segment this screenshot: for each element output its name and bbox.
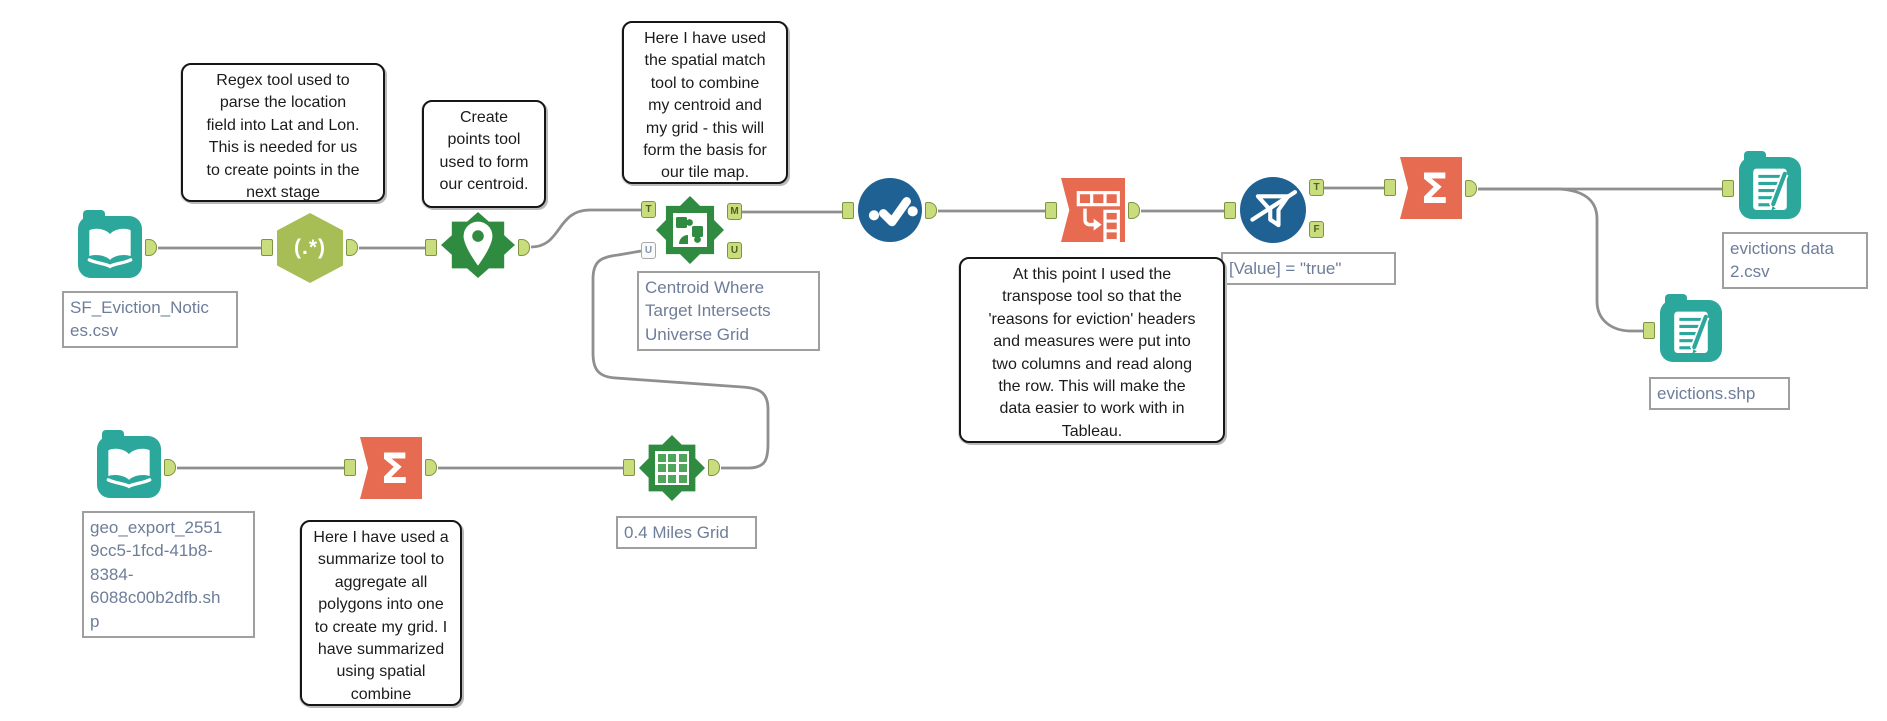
tool-label-filter[interactable]: [Value] = "true" — [1221, 252, 1396, 286]
create-points-tool[interactable] — [441, 212, 515, 278]
transpose-tool[interactable] — [1061, 178, 1125, 242]
tool-label-input-sf[interactable]: SF_Eviction_Notic es.csv — [62, 291, 238, 348]
anchor-input[interactable] — [1045, 202, 1057, 219]
summarize-tool-2[interactable]: Σ — [1400, 157, 1462, 219]
select-tool[interactable] — [858, 178, 922, 242]
anchor-input[interactable] — [344, 459, 356, 476]
sigma-icon: Σ — [1420, 163, 1449, 213]
grid-icon — [655, 451, 689, 485]
book-icon — [87, 228, 133, 269]
anchor-output[interactable] — [925, 202, 937, 219]
anchor-output[interactable] — [1128, 202, 1140, 219]
anchor-t-input[interactable]: T — [641, 201, 656, 218]
anchor-output[interactable] — [708, 459, 720, 476]
anchor-input[interactable] — [1384, 179, 1396, 196]
anchor-output[interactable] — [1465, 180, 1477, 197]
anchor-output[interactable] — [518, 239, 530, 256]
comment-box-spatial-match[interactable]: Here I have used the spatial match tool … — [622, 21, 788, 184]
comment-box-transpose[interactable]: At this point I used the transpose tool … — [959, 257, 1225, 443]
anchor-input[interactable] — [623, 459, 635, 476]
comment-box-regex[interactable]: Regex tool used to parse the location fi… — [181, 63, 385, 202]
summarize-tool-1[interactable]: Σ — [360, 437, 422, 499]
paper-pencil-icon — [1674, 311, 1710, 354]
anchor-f-output[interactable]: F — [1309, 221, 1324, 238]
input-tool-sf-eviction-notices[interactable] — [78, 210, 142, 278]
anchor-output[interactable] — [145, 239, 157, 256]
map-pin-icon — [463, 221, 493, 266]
funnel-icon — [1250, 190, 1298, 228]
anchor-input[interactable] — [842, 202, 854, 219]
anchor-output[interactable] — [164, 459, 176, 476]
output-tool-evictions-shp[interactable] — [1660, 294, 1722, 362]
book-icon — [106, 448, 152, 489]
anchor-output[interactable] — [346, 239, 358, 256]
anchor-output[interactable] — [425, 459, 437, 476]
anchor-m-output[interactable]: M — [727, 203, 742, 220]
comment-box-summarize[interactable]: Here I have used a summarize tool to agg… — [300, 520, 462, 706]
tool-label-output-shp[interactable]: evictions.shp — [1649, 377, 1790, 411]
regex-glyph: (.*) — [294, 236, 326, 259]
anchor-input[interactable] — [261, 239, 273, 256]
input-tool-geo-export[interactable] — [97, 430, 161, 498]
filter-tool[interactable] — [1240, 177, 1306, 243]
spatial-match-tool[interactable] — [656, 196, 724, 264]
grid-tool[interactable] — [639, 435, 705, 501]
anchor-u-input[interactable]: U — [641, 242, 656, 259]
anchor-input[interactable] — [1224, 202, 1236, 219]
wire-grid-to-spatial-u[interactable] — [591, 249, 770, 470]
anchor-u-output[interactable]: U — [727, 242, 742, 259]
transpose-icon — [1076, 191, 1120, 242]
tool-label-grid[interactable]: 0.4 Miles Grid — [616, 516, 757, 550]
anchor-input[interactable] — [425, 239, 437, 256]
paper-pencil-icon — [1753, 168, 1789, 211]
wire-create-points-to-spatial-t[interactable] — [530, 208, 641, 249]
tool-label-output-csv[interactable]: evictions data 2.csv — [1722, 232, 1868, 289]
puzzle-icon — [673, 213, 707, 247]
output-tool-evictions-csv[interactable] — [1739, 151, 1801, 219]
comment-box-create-points[interactable]: Create points tool used to form our cent… — [422, 100, 546, 208]
tool-label-input-geo[interactable]: geo_export_2551 9cc5-1fcd-41b8- 8384- 60… — [82, 511, 255, 639]
anchor-t-output[interactable]: T — [1309, 179, 1324, 196]
anchor-input[interactable] — [1643, 322, 1655, 339]
sigma-icon: Σ — [380, 443, 409, 493]
check-select-icon — [868, 197, 918, 227]
tool-label-spatial-match[interactable]: Centroid Where Target Intersects Univers… — [637, 271, 820, 352]
anchor-input[interactable] — [1722, 180, 1734, 197]
wire-summarize-to-output-shp[interactable] — [1478, 187, 1643, 333]
